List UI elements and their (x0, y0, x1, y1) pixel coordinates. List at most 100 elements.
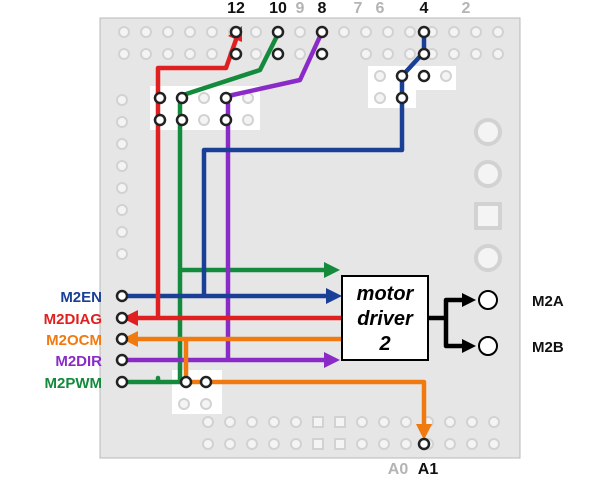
arrow-to-m2b (462, 339, 476, 353)
header-pad (178, 398, 190, 410)
header-pad (374, 92, 386, 104)
driver-line1: motor (357, 283, 415, 305)
active-pin (175, 113, 189, 127)
header-pad (184, 48, 196, 60)
header-pad (116, 226, 128, 238)
arrow-m2pwm-to-driver (324, 262, 340, 278)
arrow-to-m2a (462, 293, 476, 307)
header-pad (382, 48, 394, 60)
top-pin-labels: 12 10 9 8 7 6 4 2 (227, 0, 470, 17)
active-pin (219, 113, 233, 127)
signal-label-m2diag: M2DIAG (44, 311, 102, 328)
signal-label-m2en: M2EN (60, 289, 102, 306)
header-pad (312, 438, 324, 450)
header-pad (492, 26, 504, 38)
active-pin (229, 25, 243, 39)
active-pin (395, 91, 409, 105)
bottom-pin-labels: A0 A1 (388, 461, 439, 478)
active-pin (395, 69, 409, 83)
header-pad (294, 26, 306, 38)
header-pad (200, 398, 212, 410)
header-pad (338, 26, 350, 38)
top-pin-label: 6 (376, 0, 385, 17)
top-pin-label: 12 (227, 0, 245, 17)
active-pin (115, 289, 129, 303)
header-pad (466, 438, 478, 450)
header-pad (444, 416, 456, 428)
top-pin-label: 8 (318, 0, 327, 17)
header-pad (334, 416, 346, 428)
terminal-hole (474, 118, 502, 146)
active-pin (115, 311, 129, 325)
active-pin (417, 47, 431, 61)
active-pin (417, 69, 431, 83)
header-pad (250, 26, 262, 38)
terminal-hole (474, 244, 502, 272)
header-pad (116, 116, 128, 128)
active-pin (175, 91, 189, 105)
header-pad (290, 438, 302, 450)
header-pad (356, 416, 368, 428)
header-pad (116, 94, 128, 106)
motor-driver-box: motor driver 2 (341, 275, 429, 361)
signal-label-m2dir: M2DIR (55, 353, 102, 370)
header-pad (202, 416, 214, 428)
header-pad (404, 26, 416, 38)
arrow-m2dir-to-driver (324, 352, 340, 368)
header-pad (116, 248, 128, 260)
header-pad (242, 114, 254, 126)
signal-label-m2ocm: M2OCM (46, 332, 102, 349)
header-pad (448, 26, 460, 38)
header-pad (488, 438, 500, 450)
shield-board (99, 17, 521, 459)
active-pin (115, 332, 129, 346)
output-terminals (478, 290, 498, 356)
active-pin (271, 47, 285, 61)
header-pad (444, 438, 456, 450)
output-labels: M2A M2B (532, 293, 564, 356)
screw-terminal-holes (474, 118, 502, 272)
header-pad (470, 48, 482, 60)
active-pin (153, 113, 167, 127)
terminal-hole (474, 160, 502, 188)
output-label-m2b: M2B (532, 339, 564, 356)
active-pin (315, 25, 329, 39)
terminal-m2b (478, 336, 498, 356)
top-pin-label: 2 (462, 0, 471, 17)
header-pad (374, 70, 386, 82)
top-pin-label: 9 (296, 0, 305, 17)
header-pad (470, 26, 482, 38)
header-pad (404, 48, 416, 60)
active-pin (417, 25, 431, 39)
header-pad (198, 92, 210, 104)
header-pad (198, 114, 210, 126)
header-pad (118, 26, 130, 38)
arrow-m2en-to-driver (326, 288, 342, 304)
header-pad (140, 26, 152, 38)
wire-output (425, 297, 467, 349)
header-pad (184, 26, 196, 38)
header-pad (116, 160, 128, 172)
active-pin (229, 47, 243, 61)
header-pad (466, 416, 478, 428)
header-pad (488, 416, 500, 428)
wire-m2ocm (127, 336, 427, 431)
top-pin-label: 4 (420, 0, 429, 17)
top-pin-label: 10 (269, 0, 287, 17)
header-pad (312, 416, 324, 428)
terminal-m2a (478, 290, 498, 310)
header-pad (268, 416, 280, 428)
header-pad (360, 48, 372, 60)
active-pin (315, 47, 329, 61)
header-pad (140, 48, 152, 60)
active-pin (115, 353, 129, 367)
header-pad (206, 26, 218, 38)
signal-labels: M2EN M2DIAG M2OCM M2DIR M2PWM (44, 289, 103, 392)
header-pad (116, 138, 128, 150)
active-pin (115, 375, 129, 389)
arrow-m2ocm-to-pin (122, 331, 138, 347)
header-pad (162, 48, 174, 60)
active-pin (153, 91, 167, 105)
header-pad (378, 438, 390, 450)
